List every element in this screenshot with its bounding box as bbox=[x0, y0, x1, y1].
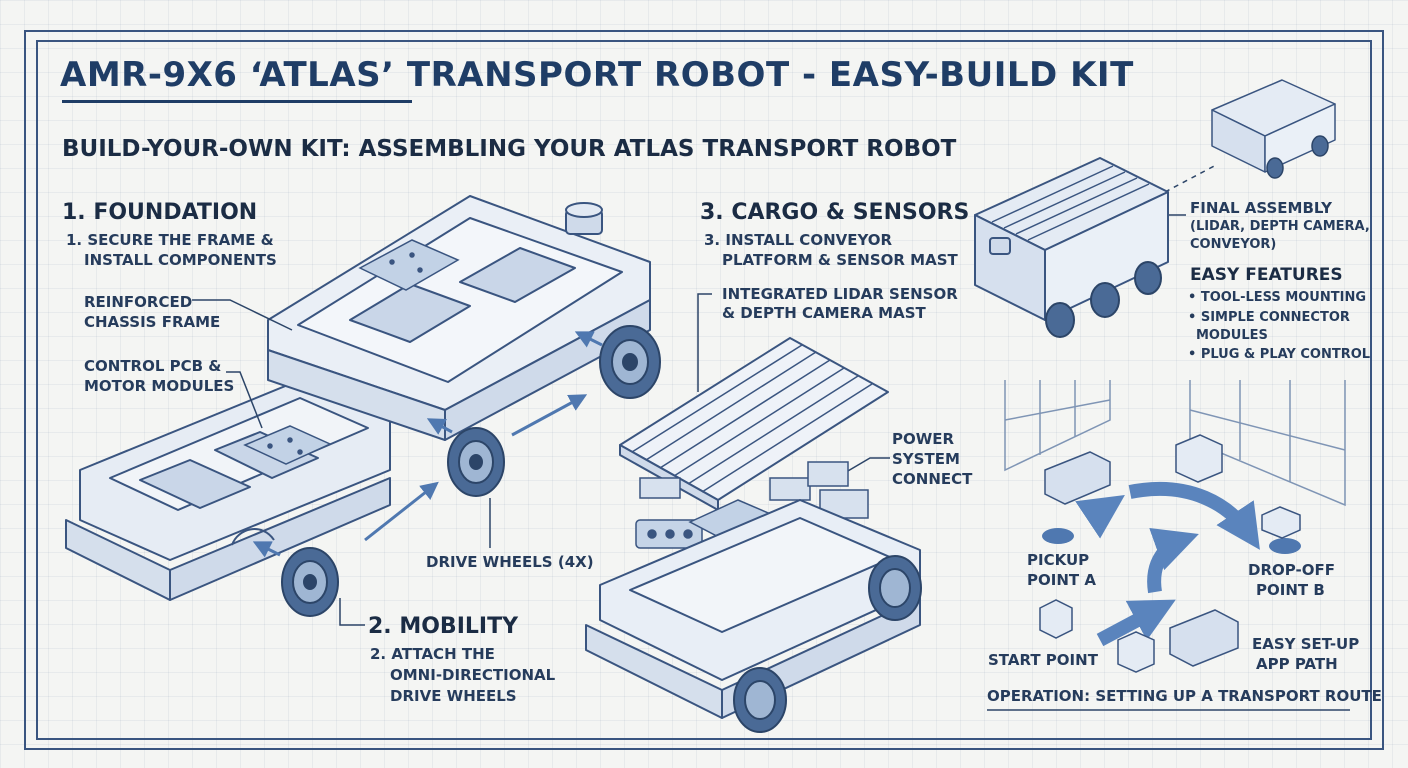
wheel-lower-left bbox=[281, 547, 339, 617]
pcb-label-line-1: CONTROL PCB & bbox=[84, 357, 222, 375]
middle-chassis bbox=[585, 499, 921, 719]
lower-pcb bbox=[243, 425, 332, 465]
start-point-label: START POINT bbox=[988, 651, 1098, 669]
app-path-label-line-2: APP PATH bbox=[1256, 655, 1338, 673]
power-label-line-3: CONNECT bbox=[892, 470, 973, 488]
wheel-middle bbox=[447, 427, 505, 497]
feature-item-1: • TOOL-LESS MOUNTING bbox=[1188, 290, 1366, 305]
final-label-line-2: (LIDAR, DEPTH CAMERA, bbox=[1190, 219, 1370, 234]
final-robot bbox=[974, 157, 1169, 338]
warehouse-boxes bbox=[1039, 434, 1301, 673]
feature-item-3: • PLUG & PLAY CONTROL bbox=[1188, 347, 1371, 362]
small-robot-top-right bbox=[1211, 79, 1336, 179]
app-path-label-line-1: EASY SET-UP bbox=[1252, 635, 1360, 653]
power-label-line-2: SYSTEM bbox=[892, 450, 960, 468]
outer-border bbox=[24, 30, 1384, 750]
middle-wheels bbox=[733, 555, 922, 733]
lower-chassis bbox=[65, 379, 391, 601]
operation-caption: OPERATION: SETTING UP A TRANSPORT ROUTE bbox=[987, 687, 1382, 705]
cargo-heading: 3. CARGO & SENSORS bbox=[700, 200, 970, 225]
final-label-line-3: CONVEYOR) bbox=[1190, 237, 1277, 252]
route-robots bbox=[1044, 451, 1239, 667]
pickup-label-line-2: POINT A bbox=[1027, 571, 1096, 589]
power-modules bbox=[639, 461, 869, 531]
cargo-step-line-2: PLATFORM & SENSOR MAST bbox=[722, 251, 958, 269]
inner-border bbox=[36, 40, 1372, 740]
chassis-lidar-puck bbox=[565, 202, 603, 235]
dropoff-label-line-1: DROP-OFF bbox=[1248, 561, 1335, 579]
route-arrows bbox=[1075, 481, 1260, 647]
sensor-mast bbox=[635, 499, 782, 549]
mobility-step-line-3: DRIVE WHEELS bbox=[390, 687, 517, 705]
mobility-step-line-1: 2. ATTACH THE bbox=[370, 645, 495, 663]
foundation-step-line-2: INSTALL COMPONENTS bbox=[84, 251, 277, 269]
wheels-label: DRIVE WHEELS (4X) bbox=[426, 553, 594, 571]
warehouse-shelves bbox=[1004, 380, 1346, 507]
cargo-step-line-1: 3. INSTALL CONVEYOR bbox=[704, 231, 893, 249]
lidar-label-line-2: & DEPTH CAMERA MAST bbox=[722, 304, 926, 322]
mobility-heading: 2. MOBILITY bbox=[368, 614, 519, 639]
wheel-upper-right bbox=[599, 325, 661, 399]
upper-pcb bbox=[358, 239, 460, 291]
lidar-label-line-1: INTEGRATED LIDAR SENSOR bbox=[722, 285, 958, 303]
pcb-label-line-2: MOTOR MODULES bbox=[84, 377, 235, 395]
foundation-step-line-1: 1. SECURE THE FRAME & bbox=[66, 231, 274, 249]
final-label-line-1: FINAL ASSEMBLY bbox=[1190, 199, 1333, 217]
chassis-label-line-1: REINFORCED bbox=[84, 293, 193, 311]
dropoff-label-line-2: POINT B bbox=[1256, 581, 1325, 599]
title-underline bbox=[62, 100, 412, 103]
pickup-label-line-1: PICKUP bbox=[1027, 551, 1090, 569]
mobility-step-line-2: OMNI-DIRECTIONAL bbox=[390, 666, 556, 684]
features-heading: EASY FEATURES bbox=[1190, 265, 1343, 285]
route-points bbox=[1042, 528, 1301, 554]
feature-item-2-cont: MODULES bbox=[1196, 328, 1268, 343]
foundation-heading: 1. FOUNDATION bbox=[62, 200, 258, 225]
assembly-arrows bbox=[252, 331, 699, 614]
power-label-line-1: POWER bbox=[892, 430, 955, 448]
feature-item-2: • SIMPLE CONNECTOR bbox=[1188, 310, 1350, 325]
chassis-label-line-2: CHASSIS FRAME bbox=[84, 313, 221, 331]
page-subtitle: BUILD-YOUR-OWN KIT: ASSEMBLING YOUR ATLA… bbox=[62, 136, 957, 162]
page-title: AMR-9X6 ‘ATLAS’ TRANSPORT ROBOT - EASY-B… bbox=[60, 55, 1134, 95]
